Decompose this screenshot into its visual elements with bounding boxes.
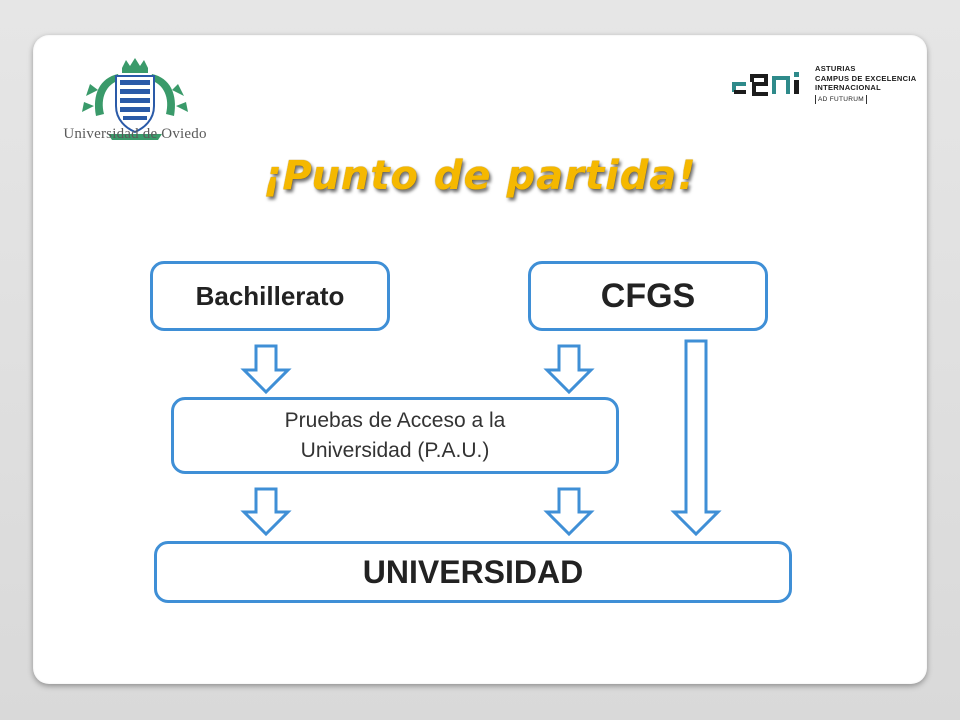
slide-title: ¡Punto de partida! (263, 153, 697, 199)
node-pau: Pruebas de Acceso a la Universidad (P.A.… (171, 397, 619, 474)
node-universidad: UNIVERSIDAD (154, 541, 792, 603)
node-pau-label-line1: Pruebas de Acceso a la (284, 408, 506, 432)
university-crest-icon (82, 58, 188, 140)
campus-line-2: CAMPUS DE EXCELENCIA (815, 73, 917, 83)
node-universidad-label: UNIVERSIDAD (362, 553, 584, 590)
university-name: Universidad de Oviedo (63, 126, 207, 142)
campus-excellence-logo-icon (732, 72, 799, 96)
node-cfgs-label: CFGS (600, 276, 696, 315)
campus-line-3: INTERNACIONAL (815, 83, 881, 92)
campus-line-1: ASTURIAS (815, 64, 856, 73)
node-bachillerato: Bachillerato (150, 261, 390, 331)
node-pau-label-line2: Universidad (P.A.U.) (300, 438, 490, 462)
node-bachillerato-label: Bachillerato (195, 280, 345, 311)
campus-motto: AD FUTURUM (815, 94, 867, 104)
node-cfgs: CFGS (528, 261, 768, 331)
campus-excellence-text: ASTURIAS CAMPUS DE EXCELENCIA INTERNACIO… (815, 64, 916, 104)
